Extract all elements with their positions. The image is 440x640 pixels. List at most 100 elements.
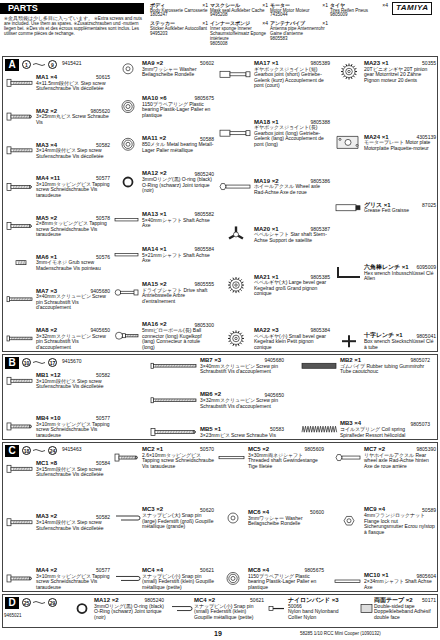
- part-number: 50600: [310, 510, 324, 516]
- part-drawing: [227, 572, 239, 584]
- part-drawing: [169, 399, 171, 402]
- part-drawing: [19, 298, 21, 301]
- part-drawing: [220, 130, 230, 136]
- part-drawing: [7, 297, 10, 302]
- part-drawing: [21, 115, 23, 118]
- section-letter: B: [5, 357, 19, 369]
- part-drawing: [177, 364, 179, 367]
- part-drawing: [24, 225, 26, 228]
- part-drawing: [14, 379, 16, 382]
- part-drawing: [338, 267, 360, 277]
- part-drawing: [30, 425, 32, 428]
- part-drawing: [19, 467, 21, 470]
- part-drawing: [30, 577, 32, 580]
- part-drawing: [17, 298, 19, 301]
- part-drawing: [17, 467, 19, 470]
- note-text: ※金具類袋は少し多目に入っています。 ※Extra screws and nut…: [4, 17, 144, 37]
- part-description: 3×10mm段付ビス Step screw Stufenschraube Vis…: [36, 379, 110, 390]
- part-drawing: [121, 291, 135, 293]
- part-drawing: [24, 425, 26, 428]
- part-drawing: [21, 467, 23, 470]
- part-code: MA15 ×2: [142, 281, 167, 288]
- part-drawing: [168, 430, 170, 433]
- part-code: MA2 ×2: [36, 108, 57, 115]
- item-quantity: ×4: [382, 3, 388, 9]
- part-description: Grease Fett Graisse: [364, 208, 436, 214]
- part-description: 3×32mmスクリューピン Screw pin Schraubstift Vis…: [36, 334, 110, 351]
- part-code: MA13 ×1: [142, 211, 167, 218]
- part-drawing: [12, 298, 14, 301]
- part-drawing: [13, 185, 15, 188]
- part-drawing: [21, 261, 23, 265]
- part-drawing: [220, 184, 226, 190]
- part-code: MC10 ×1: [364, 572, 389, 579]
- part-description: 4mmフランジロックナット Flange lock nut Sicherungs…: [364, 513, 436, 535]
- part-drawing: [17, 577, 19, 580]
- part-drawing: [235, 284, 237, 286]
- part-drawing: [7, 519, 11, 526]
- step-number: 17: [48, 358, 57, 367]
- part-drawing: [29, 115, 31, 118]
- part-drawing: [21, 185, 23, 188]
- part-drawing: [11, 425, 30, 428]
- part-drawing: [7, 223, 11, 230]
- part-drawing: [115, 254, 138, 256]
- part-code: MA17 ×1: [254, 60, 279, 67]
- part-drawing: [22, 521, 24, 524]
- part-drawing: [7, 575, 11, 582]
- part-drawing: [230, 279, 242, 291]
- part-drawing: [130, 456, 132, 459]
- part-drawing: [124, 456, 126, 459]
- part-drawing: [25, 185, 27, 188]
- part-drawing: [16, 467, 18, 470]
- part-drawing: [151, 398, 154, 403]
- part-drawing: [188, 399, 190, 402]
- part-drawing: [11, 225, 30, 228]
- brand-logo: TAMIYA: [392, 2, 432, 15]
- part-drawing: [11, 337, 13, 340]
- part-drawing: [194, 430, 196, 433]
- part-drawing: [13, 379, 15, 382]
- part-drawing: [174, 430, 176, 433]
- part-drawing: [14, 425, 16, 428]
- part-drawing: [154, 399, 197, 402]
- part-drawing: [172, 607, 192, 611]
- part-drawing: [30, 337, 32, 340]
- part-drawing: [11, 379, 32, 382]
- part-drawing: [122, 456, 124, 459]
- part-drawing: [13, 81, 15, 84]
- part-drawing: [346, 68, 353, 75]
- item-description: 1805247: [150, 13, 208, 18]
- part-drawing: [25, 298, 27, 301]
- part-drawing: [164, 399, 166, 402]
- part-drawing: [24, 467, 26, 470]
- part-description: スナップピン(小) Snap pin (small) Federstift (k…: [194, 604, 264, 621]
- part-drawing: [22, 225, 24, 228]
- part-drawing: [229, 574, 237, 582]
- part-drawing: [29, 185, 31, 188]
- part-drawing: [23, 298, 25, 301]
- part-drawing: [22, 425, 24, 428]
- part-drawing: [17, 185, 19, 188]
- part-drawing: [344, 516, 354, 525]
- part-drawing: [246, 72, 250, 77]
- part-drawing: [181, 430, 183, 433]
- part-drawing: [156, 399, 158, 402]
- part-drawing: [343, 66, 355, 78]
- part-description: コイルスプリング Coil spring Spiralfeder Ressort…: [340, 427, 430, 438]
- part-drawing: [33, 362, 45, 364]
- part-drawing: [183, 399, 185, 402]
- part-description: 3×10mmタッピングビス Tapping screw Schneidschra…: [36, 182, 110, 199]
- part-drawing: [180, 399, 182, 402]
- part-drawing: [151, 363, 154, 368]
- part-description: 1150プラベアリング Plastic bearing Plastik-Lage…: [142, 102, 214, 119]
- part-drawing: [235, 337, 237, 339]
- part-drawing: [27, 467, 29, 470]
- part-drawing: [348, 335, 350, 347]
- part-drawing: [169, 364, 171, 367]
- part-drawing: [11, 185, 30, 188]
- part-code: MB2 ×1: [340, 357, 361, 364]
- part-drawing: [163, 364, 165, 367]
- part-drawing: [269, 607, 273, 611]
- part-code: MA12 ×2: [94, 597, 119, 604]
